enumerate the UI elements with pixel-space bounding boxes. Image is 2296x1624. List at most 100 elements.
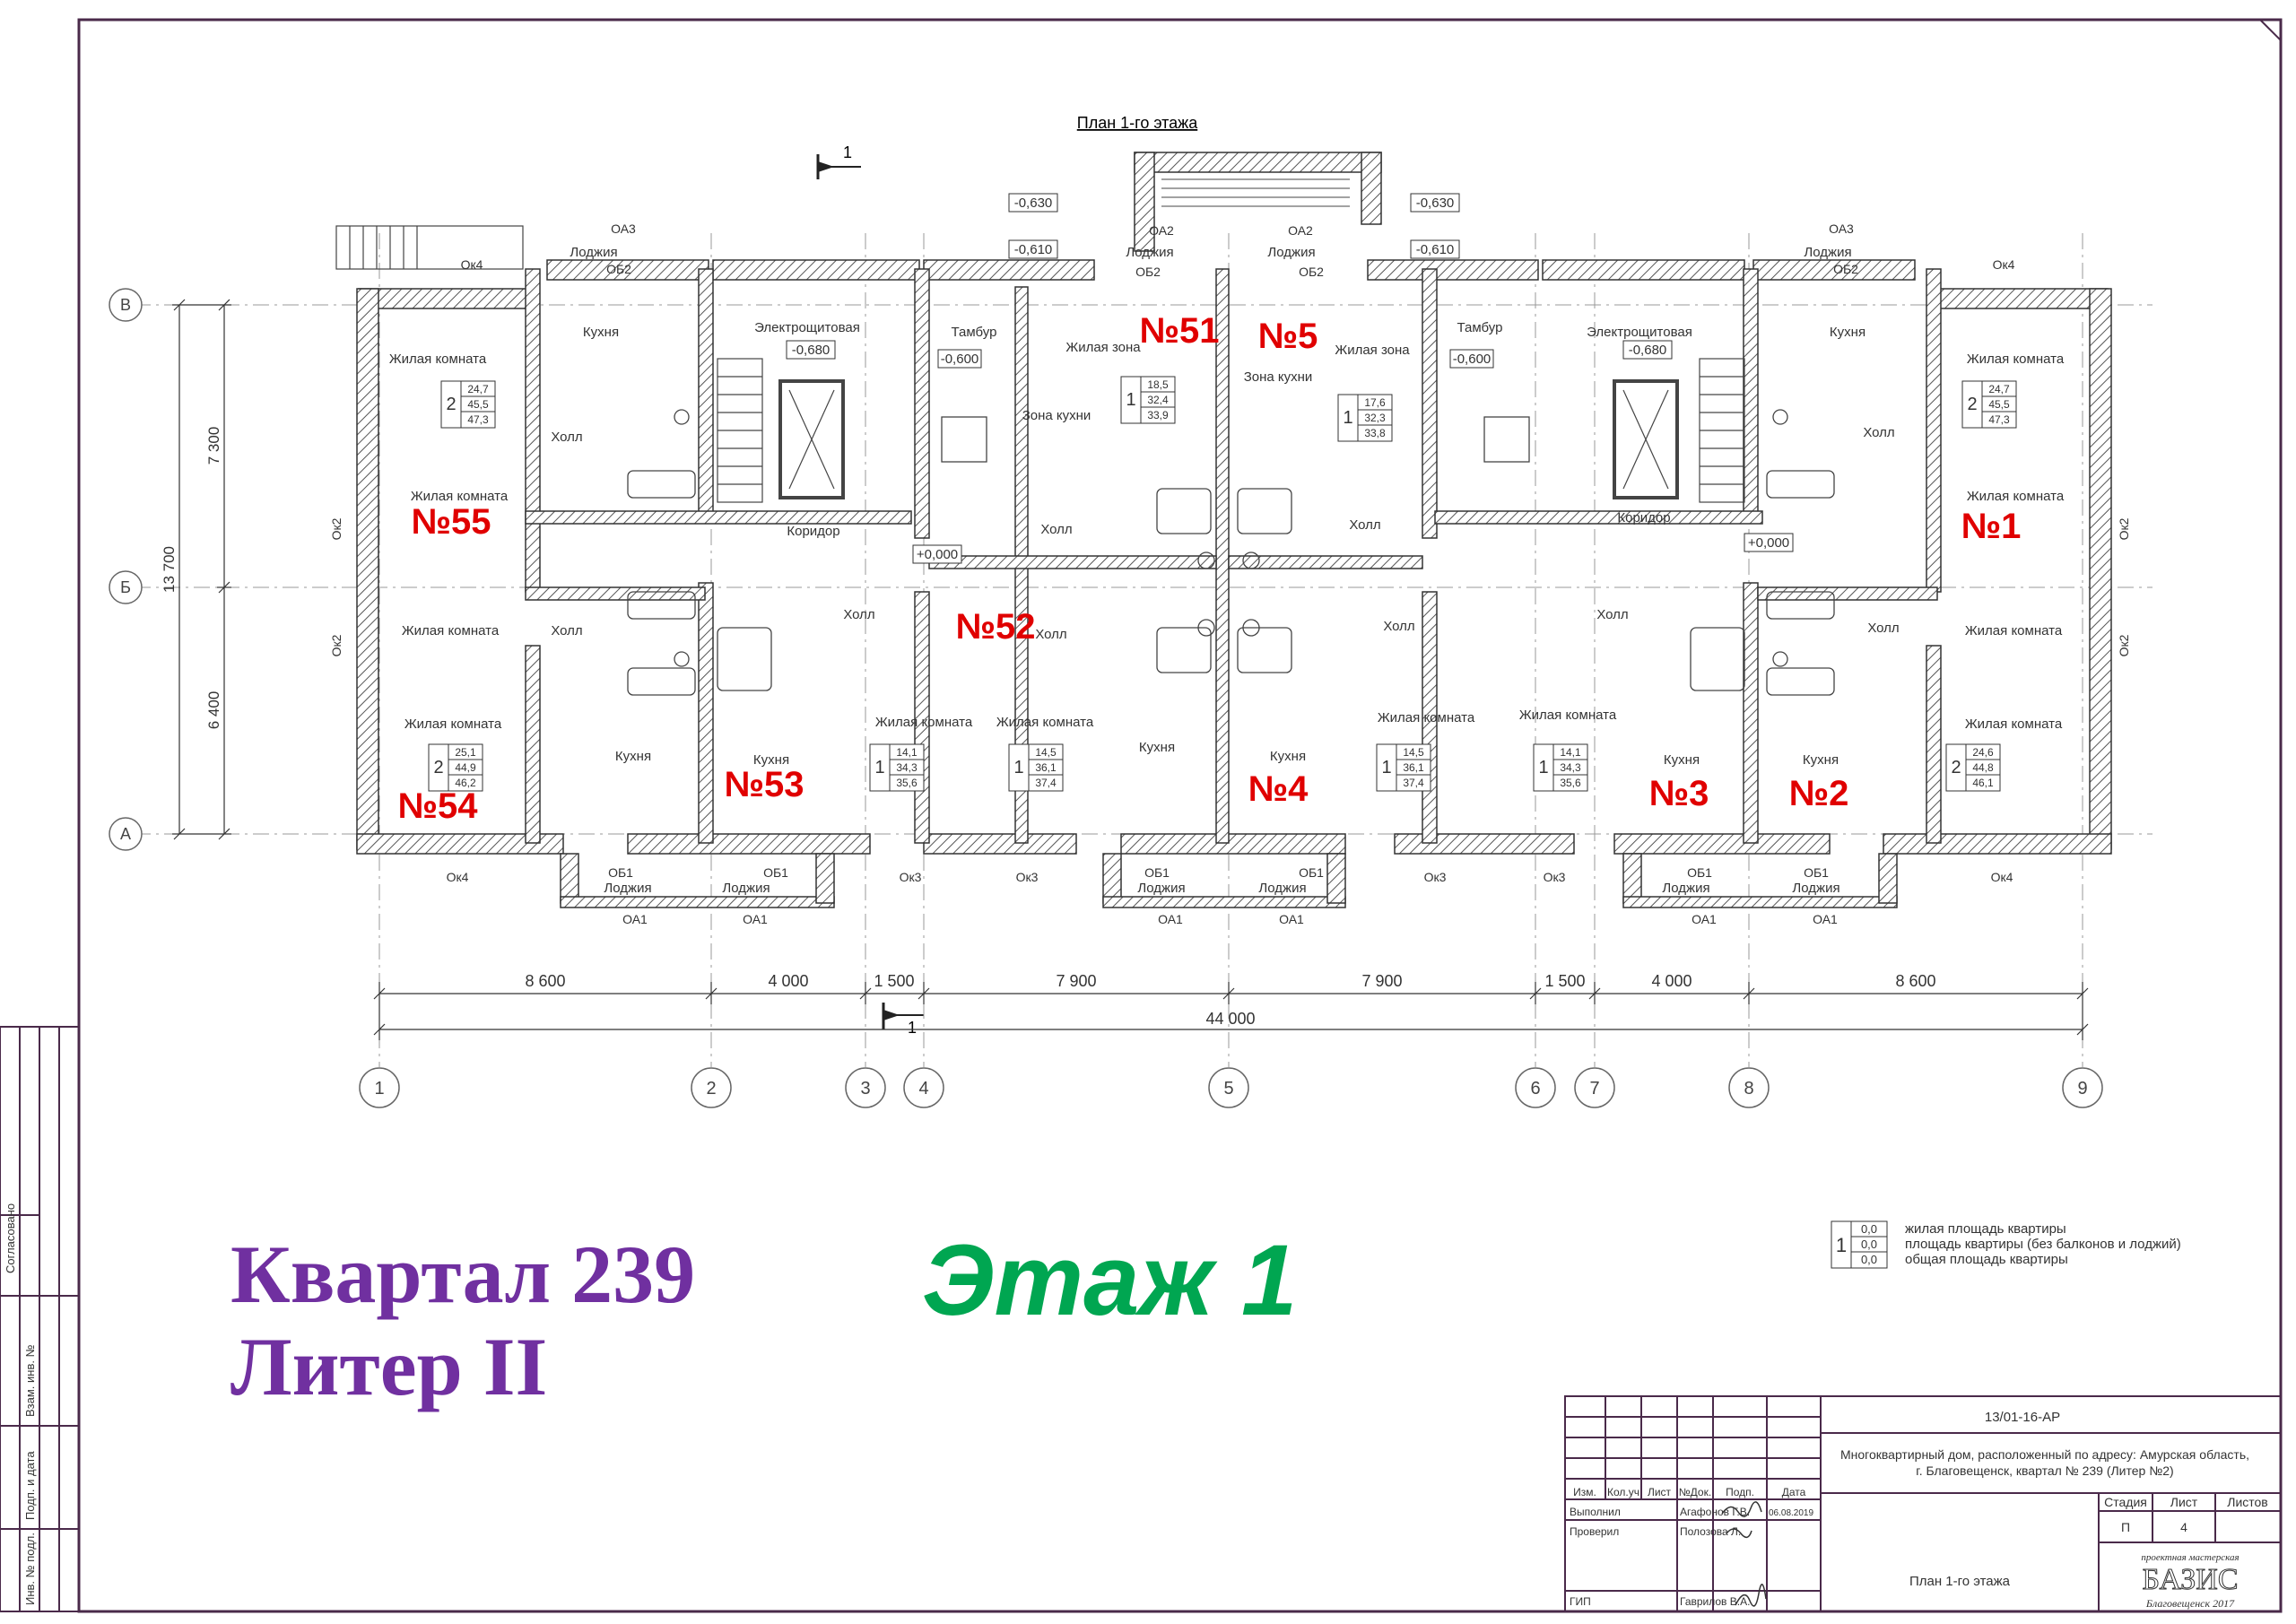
svg-text:-0,610: -0,610 [1014, 242, 1053, 257]
svg-text:1: 1 [1538, 758, 1548, 777]
dim-bottom: 7 900 [1056, 972, 1096, 990]
svg-text:46,2: 46,2 [455, 777, 476, 789]
section-mark-bottom: 1 [882, 1003, 924, 1037]
room-label: Жилая зона [1335, 343, 1410, 358]
room-label: Кухня [583, 325, 619, 340]
room-label: Лоджия [722, 881, 770, 896]
building-walls [356, 259, 2112, 855]
svg-text:1: 1 [1013, 758, 1023, 777]
room-label: Кухня [1139, 740, 1175, 755]
opening-marks: ОА3 ОА3 ОА2 ОА2 ОА1 ОА1 ОА1 ОА1 ОА1 ОА1 … [329, 221, 2131, 926]
svg-text:Изм.: Изм. [1573, 1486, 1596, 1498]
svg-text:ОА2: ОА2 [1149, 223, 1174, 238]
svg-text:ОБ1: ОБ1 [1687, 865, 1712, 880]
dim-left-2: 6 400 [205, 691, 222, 730]
room-label: Жилая комната [389, 352, 487, 367]
svg-text:Дата: Дата [1782, 1486, 1806, 1498]
entrance-steps [1161, 178, 1350, 207]
area-box: 1 14,1 34,3 35,6 [869, 743, 925, 792]
svg-text:Агафонов Г.В.: Агафонов Г.В. [1680, 1506, 1750, 1518]
apartment-number: №1 [1961, 507, 2022, 546]
room-label: Кухня [753, 752, 789, 768]
svg-text:Подп.: Подп. [1726, 1486, 1754, 1498]
apartment-number: №4 [1248, 769, 1309, 809]
svg-text:46,1: 46,1 [1972, 777, 1994, 789]
svg-text:+0,000: +0,000 [917, 547, 958, 562]
room-label: Жилая комната [1378, 710, 1475, 725]
org-top: проектная мастерская [2141, 1552, 2239, 1563]
svg-text:Ок3: Ок3 [900, 870, 922, 884]
svg-text:Выполнил: Выполнил [1570, 1506, 1621, 1518]
room-label: Электрощитовая [754, 320, 860, 335]
svg-text:24,6: 24,6 [1972, 746, 1994, 759]
svg-text:Лист: Лист [1648, 1486, 1672, 1498]
apartment-number: №51 [1139, 311, 1219, 351]
axis-label-6: 6 [1530, 1079, 1540, 1099]
room-label: Коридор [787, 524, 839, 539]
svg-text:-0,680: -0,680 [792, 343, 831, 358]
svg-text:0,0: 0,0 [1861, 1238, 1877, 1251]
apartment-number: №53 [724, 765, 804, 804]
svg-text:ОА3: ОА3 [1829, 221, 1854, 236]
svg-text:2: 2 [446, 395, 456, 414]
svg-text:ОБ2: ОБ2 [1833, 262, 1858, 276]
area-box: 2 25,1 44,9 46,2 [428, 743, 483, 792]
room-label: Тамбур [1457, 320, 1503, 335]
svg-text:ОБ2: ОБ2 [606, 262, 631, 276]
level-marks: -0,630 -0,610 -0,630 -0,610 -0,680 -0,60… [786, 193, 1794, 564]
stairwell-left [717, 358, 845, 503]
svg-text:47,3: 47,3 [467, 413, 489, 426]
svg-text:Ок2: Ок2 [2117, 517, 2131, 540]
sheet-name: План 1-го этажа [1909, 1574, 2011, 1589]
floor-title: Этаж 1 [922, 1224, 1298, 1336]
svg-text:ОА1: ОА1 [1813, 912, 1838, 926]
axis-bubbles-left [109, 288, 143, 851]
room-label: Жилая комната [875, 715, 973, 730]
svg-text:-0,630: -0,630 [1416, 195, 1455, 211]
svg-text:32,3: 32,3 [1364, 412, 1386, 424]
room-label: Жилая комната [404, 716, 502, 732]
svg-text:-0,680: -0,680 [1629, 343, 1667, 358]
apartment-number: №55 [411, 502, 491, 542]
svg-text:45,5: 45,5 [1988, 398, 2010, 411]
svg-text:36,1: 36,1 [1403, 761, 1424, 774]
room-label: Жилая зона [1065, 340, 1141, 355]
area-legend: 1 0,0 0,0 0,0 жилая площадь квартиры пло… [1831, 1220, 2181, 1269]
room-label: Холл [1040, 522, 1072, 537]
room-label: Жилая комната [996, 715, 1094, 730]
signatures [1721, 1501, 1767, 1607]
svg-text:ОБ1: ОБ1 [1144, 865, 1170, 880]
svg-text:35,6: 35,6 [896, 777, 918, 789]
room-label: Лоджия [1258, 881, 1306, 896]
svg-text:1: 1 [908, 1019, 917, 1037]
area-box: 2 24,7 45,5 47,3 [1961, 380, 2017, 429]
room-label: Холл [1383, 619, 1414, 634]
svg-text:1: 1 [1836, 1234, 1847, 1256]
project-description: г. Благовещенск, квартал № 239 (Литер №2… [1916, 1463, 2173, 1478]
area-box: 2 24,7 45,5 47,3 [440, 380, 496, 429]
svg-text:37,4: 37,4 [1403, 777, 1424, 789]
svg-text:24,7: 24,7 [1988, 383, 2010, 395]
axis-label-3: 3 [860, 1079, 870, 1099]
room-label: Холл [551, 430, 582, 445]
svg-text:44,8: 44,8 [1972, 761, 1994, 774]
title-block [1564, 1395, 2282, 1612]
area-box: 1 14,5 36,1 37,4 [1008, 743, 1064, 792]
room-label: Электрощитовая [1587, 325, 1692, 340]
room-label: Лоджия [1804, 245, 1851, 260]
area-box: 1 17,6 32,3 33,8 [1337, 394, 1393, 442]
apartment-number: №54 [397, 786, 478, 826]
room-label: Кухня [1664, 752, 1700, 768]
svg-text:Ок4: Ок4 [461, 257, 483, 272]
svg-text:25,1: 25,1 [455, 746, 476, 759]
svg-text:Листов: Листов [2227, 1495, 2268, 1509]
org-name: БАЗИС [2142, 1563, 2238, 1596]
apartment-number: №2 [1789, 774, 1849, 813]
axis-label-a: А [120, 825, 131, 843]
axis-label-b: Б [120, 578, 131, 596]
axis-label-9: 9 [2077, 1079, 2087, 1099]
axis-label-7: 7 [1589, 1079, 1599, 1099]
svg-text:№Док.: №Док. [1679, 1486, 1711, 1498]
section-mark-top: 1 [816, 143, 861, 179]
